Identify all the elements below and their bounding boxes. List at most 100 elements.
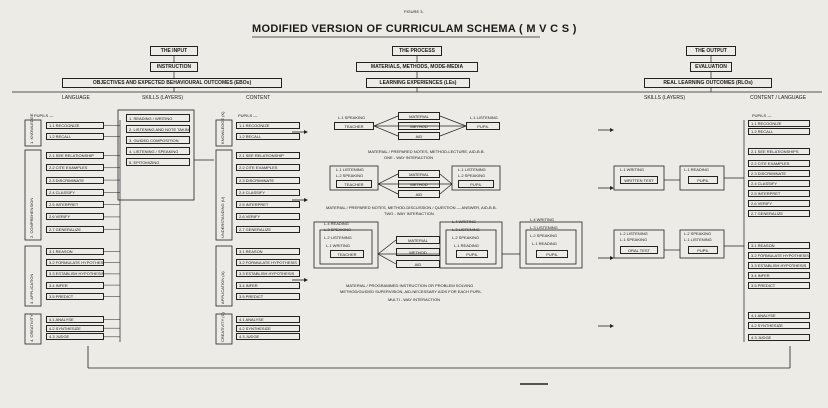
connector [439, 125, 467, 137]
oral-pupil: PUPIL [688, 246, 718, 254]
content-item: 2.3 DISCRIMINATE [236, 176, 300, 184]
lang-group-frame [24, 119, 42, 147]
output-col-skills: SKILLS (LAYERS) [644, 95, 686, 101]
b2-left-skill2: L.2 SPEAKING [336, 173, 364, 178]
connector [377, 173, 399, 185]
figure-label: FIGURE 3. [404, 9, 424, 14]
outcomes-box: REAL LEARNING OUTCOMES (RLOs) [644, 78, 772, 88]
arrowhead-icon [304, 278, 308, 282]
connector [439, 173, 453, 185]
written-test-box: WRITTEN TEST [620, 176, 658, 184]
b2-left-skill: L.1 LISTENING [336, 167, 364, 172]
output-sub: EVALUATION [690, 62, 732, 72]
content-group-label: KNOWLEDGE (K) [220, 111, 225, 144]
b1-left-skill: L.1 SPEAKING [338, 115, 366, 120]
lang-item: 3.5 PREDICT [46, 292, 104, 300]
oral-skill2: L.1 SPEAKING [620, 237, 648, 242]
output-item: 3.3 ESTABLISH HYPOTHESIS [748, 262, 810, 269]
b3-right-skill: L.4 WRITING [530, 217, 555, 222]
connector [373, 115, 399, 127]
col-content: CONTENT [246, 95, 271, 101]
b3-center-pupil: PUPIL [456, 250, 488, 258]
b3-center-skill: L.3 LISTENING [452, 227, 480, 232]
b3-left-frame-inner [319, 229, 373, 265]
b3-center-skill: L.4 WRITING [452, 219, 477, 224]
lang-item: 3.2 FORMULATE HYPOTHESIS [46, 259, 104, 267]
lang-item: 2.7 GENERALIZE [46, 225, 104, 233]
lang-item: 2.2 CITE EXAMPLES [46, 164, 104, 172]
b3-right-skill: L.2 SPEAKING [530, 233, 558, 238]
content-group-label: UNDERSTANDING (U) [220, 196, 225, 238]
output-item: 2.2 CITE EXAMPLES [748, 160, 810, 167]
content-item: 2.7 GENERALIZE [236, 225, 300, 233]
content-group-frame [215, 245, 233, 307]
content-item: 2.1 SEE RELATIONSHIP [236, 152, 300, 159]
arrowhead-icon [610, 128, 614, 132]
b2-note: MATERIAL / PREPARED NOTES, METHOD-DISCUS… [326, 205, 497, 210]
diagram-title: MODIFIED VERSION OF CURRICULAM SCHEMA ( … [252, 23, 577, 35]
b3-material: MATERIAL [396, 236, 440, 244]
skills-frame [117, 109, 195, 201]
content-item: 3.5 PREDICT [236, 292, 300, 300]
b2-method: METHOD [398, 180, 440, 188]
output-item: 3.1 REASON [748, 242, 810, 249]
output-pupils-label: PUPILS — [752, 113, 772, 118]
content-item: 4.2 SYNTHESIZE [236, 324, 300, 332]
b2-material: MATERIAL [398, 170, 440, 178]
content-group-frame [215, 149, 233, 241]
objectives-box: OBJECTIVES AND EXPECTED BEHAVIOURAL OUTC… [62, 78, 282, 88]
b3-left-skill: L.1 WRITING [326, 243, 351, 248]
b1-material: MATERIAL [398, 112, 440, 120]
lang-group-frame [24, 313, 42, 345]
written-skill: L.1 WRITING [620, 167, 645, 172]
lang-item: 1.2 RECALL [46, 133, 104, 140]
output-item: 2.6 VERIFY [748, 200, 810, 207]
b3-note: MATERIAL / PROGRAMMED INSTRUCTION OR PRO… [346, 283, 474, 288]
lang-group-label: 3. APPLICATION [29, 273, 34, 304]
output-item: 4.3 JUDGE [748, 334, 810, 341]
content-item: 3.1 REASON [236, 248, 300, 255]
content-group-frame [215, 119, 233, 147]
lang-item: 2.5 INTERPRET [46, 201, 104, 209]
b2-mode: TWO - WAY INTERACTION [384, 211, 434, 216]
b3-right-pupil: PUPIL [536, 250, 568, 258]
output-item: 3.5 PREDICT [748, 282, 810, 289]
input-header: THE INPUT [150, 46, 198, 56]
content-item: 1.2 RECALL [236, 133, 300, 140]
connector [377, 239, 397, 255]
output-item: 2.5 INTERPRET [748, 190, 810, 197]
lang-group-frame [24, 245, 42, 307]
lang-item: 4.2 SYNTHESIZE [46, 324, 104, 332]
lang-item: 1.1 RECOGNIZE [46, 122, 104, 129]
content-group-frame [215, 313, 233, 345]
b1-teacher: TEACHER [334, 122, 374, 130]
process-sub: MATERIALS, METHODS, MODE-MEDIA [356, 62, 478, 72]
process-header: THE PROCESS [392, 46, 442, 56]
b3-left-skill: L.2 LISTENING [324, 235, 352, 240]
lang-group-label: 2. COMPREHENSION [29, 197, 34, 238]
b2-teacher: TEACHER [336, 180, 372, 188]
b3-right-skill: L.1 READING [532, 241, 557, 246]
connector [377, 183, 399, 195]
b2-right-skill2: L.2 SPEAKING [458, 173, 486, 178]
lang-group-label: 4. CREATIVITY [29, 314, 34, 342]
written-pupil-skill: L.1 READING [684, 167, 709, 172]
content-item: 3.2 FORMULATE HYPOTHESIS [236, 259, 300, 267]
output-header: THE OUTPUT [686, 46, 736, 56]
lang-group-label: 1. KNOWLEDGE [29, 113, 34, 144]
b3-center-frame-inner [445, 229, 497, 265]
output-item: 3.2 FORMULATE HYPOTHESIS [748, 252, 810, 259]
content-item: 4.3 JUDGE [236, 333, 300, 341]
b3-center-frame-outer [439, 221, 503, 269]
lang-item: 2.1 SEE RELATIONSHIP [46, 152, 104, 159]
content-item: 3.3 ESTABLISH HYPOTHESIS [236, 270, 300, 278]
content-item: 4.1 ANALYSE [236, 316, 300, 323]
lang-item: 4.1 ANALYSE [46, 316, 104, 323]
b3-note2: METHOD/GUIDED SUPERVISION, AID-NECESSARY… [340, 289, 482, 294]
b2-pupil: PUPIL [458, 180, 494, 188]
output-item: 1.2 RECALL [748, 128, 810, 135]
oral-skill: L.2 LISTENING [620, 231, 648, 236]
lang-item: 3.4 INFER [46, 281, 104, 289]
